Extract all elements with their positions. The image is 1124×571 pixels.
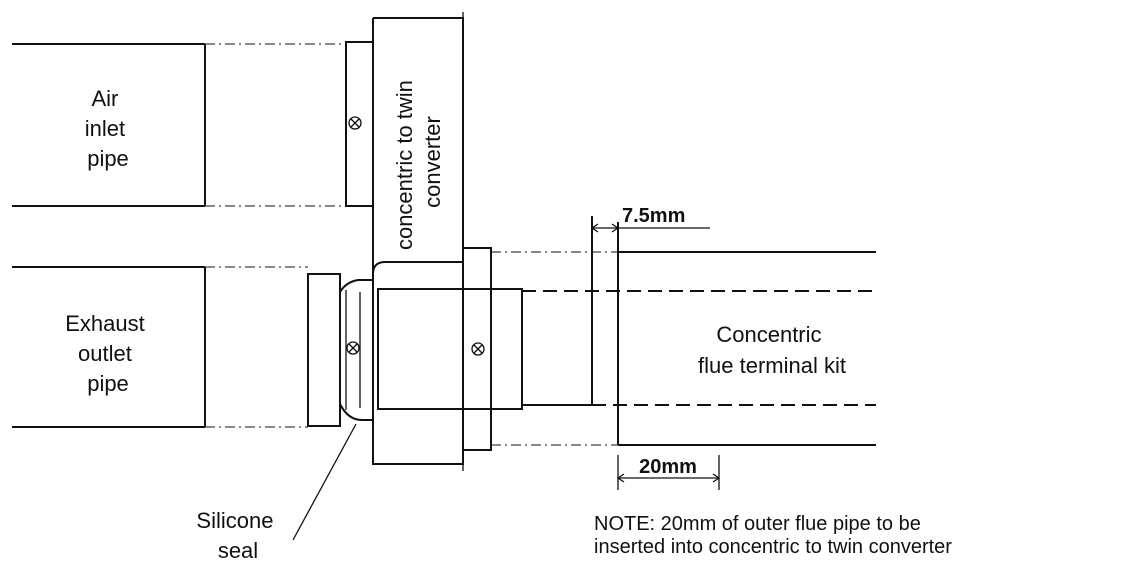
seal-leader-line bbox=[292, 423, 357, 541]
screw-icon bbox=[348, 116, 362, 130]
note-text: NOTE: 20mm of outer flue pipe to be inse… bbox=[594, 513, 952, 558]
converter-label: concentric to twin converter bbox=[392, 74, 445, 250]
gap-dimension bbox=[590, 223, 710, 233]
converter-body bbox=[307, 12, 523, 471]
screw-icon bbox=[471, 342, 485, 356]
silicone-seal-label: Silicone seal bbox=[196, 508, 279, 563]
screw-icon bbox=[346, 341, 360, 355]
gap-dimension-value: 7.5mm bbox=[622, 205, 685, 227]
insertion-dimension-value: 20mm bbox=[639, 456, 697, 478]
air-inlet-label: Air inlet pipe bbox=[85, 86, 131, 171]
flue-kit-label: Concentric flue terminal kit bbox=[698, 322, 846, 378]
exhaust-outlet-pipe bbox=[12, 266, 308, 428]
exhaust-outlet-label: Exhaust outlet pipe bbox=[65, 311, 151, 396]
insertion-dimension bbox=[616, 455, 721, 490]
air-inlet-pipe bbox=[12, 43, 346, 207]
flue-terminal-kit bbox=[491, 216, 876, 446]
